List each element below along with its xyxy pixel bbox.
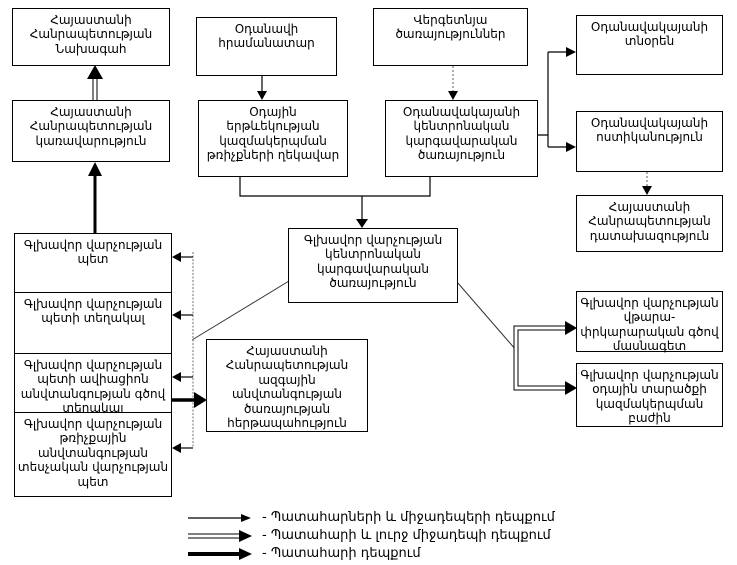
node-airspace-division-label: Գլխավոր վարչության օդային տարածքի կազմակ… [580, 368, 719, 426]
legend-label-thick: - Պատահարի դեպքում [262, 546, 421, 561]
node-main-dir-head: Գլխավոր վարչության պետ [14, 233, 172, 293]
legend-label-thin: - Պատահարների և միջադեպերի դեպքում [262, 510, 555, 525]
arrow-merge-to-central [239, 177, 431, 228]
arrow-government-to-president [87, 65, 103, 101]
node-aviation-security-deputy-label: Գլխավոր վարչության պետի ավիացիոն անվտանգ… [20, 358, 166, 416]
diagonal-central-to-left [191, 280, 290, 341]
node-government-label: Հայաստանի Հանրապետության կառավարություն [29, 105, 153, 148]
node-aircraft-commander: Օդանավի հրամանատար [196, 17, 337, 76]
node-main-dir-deputy-label: Գլխավոր վարչության պետի տեղակալ [23, 297, 163, 326]
node-atm-flights-director-label: Օդային երթևեկության կազմակերպման թռիչքնե… [206, 105, 340, 163]
left-distribution-line [172, 252, 194, 453]
node-main-dir-deputy: Գլխավոր վարչության պետի տեղակալ [14, 292, 172, 354]
node-airport-director: Օդանավակայանի տնօրեն [576, 15, 723, 75]
arrow-ground-to-dispatch [448, 66, 458, 100]
node-president-label: Հայաստանի Հանրապետության Նախագահ [29, 13, 153, 56]
node-president: Հայաստանի Հանրապետության Նախագահ [12, 8, 170, 66]
legend-item-double-arrow: - Պատահարի և լուրջ միջադեպի դեպքում [186, 527, 555, 544]
node-aircraft-commander-label: Օդանավի հրամանատար [218, 22, 315, 51]
node-main-dir-head-label: Գլխավոր վարչության պետ [23, 238, 163, 267]
node-main-dir-central-dispatch-label: Գլխավոր վարչության կենտրոնական կարգավարա… [303, 233, 443, 291]
node-government: Հայաստանի Հանրապետության կառավարություն [12, 100, 170, 162]
arrow-head-to-government [88, 162, 102, 233]
node-main-dir-central-dispatch: Գլխավոր վարչության կենտրոնական կարգավարա… [288, 228, 458, 303]
arrow-dispatch-to-director-and-police [538, 47, 576, 152]
thick-arrow-icon [188, 547, 252, 560]
node-ground-services-label: Վերգետնյա ծառայություններ [395, 13, 506, 42]
arrow-commander-to-atm [257, 76, 267, 100]
double-arrow-icon [188, 529, 252, 542]
node-atm-flights-director: Օդային երթևեկության կազմակերպման թռիչքնե… [198, 100, 348, 177]
node-airport-director-label: Օդանավակայանի տնօրեն [590, 20, 709, 49]
legend-item-thin-arrow: - Պատահարների և միջադեպերի դեպքում [186, 509, 555, 526]
thin-arrow-icon [188, 513, 251, 522]
legend: - Պատահարների և միջադեպերի դեպքում - Պատ… [186, 509, 555, 562]
node-airport-central-dispatch-label: Օդանավակայանի կենտրոնական կարգավարական ծ… [402, 105, 521, 163]
arrow-police-to-prosecutor [642, 172, 652, 195]
node-airport-police-label: Օդանավակայանի ոստիկանություն [590, 116, 709, 145]
arrow-central-to-rescue-and-airspace [513, 321, 577, 395]
arrow-deputy-to-nss [172, 392, 207, 408]
node-airport-central-dispatch: Օդանավակայանի կենտրոնական կարգավարական ծ… [385, 100, 538, 177]
node-ground-services: Վերգետնյա ծառայություններ [373, 8, 528, 66]
node-flight-safety-inspection-head: Գլխավոր վարչության թռիչքային անվտանգությ… [14, 412, 172, 497]
node-flight-safety-inspection-head-label: Գլխավոր վարչության թռիչքային անվտանգությ… [17, 417, 169, 489]
node-nss-duty: Հայաստանի Հանրապետության ազգային անվտանգ… [206, 339, 368, 432]
node-prosecutor: Հայաստանի Հանրապետության դատախազություն [576, 195, 723, 252]
node-aviation-security-deputy: Գլխավոր վարչության պետի ավիացիոն անվտանգ… [14, 353, 172, 416]
node-rescue-specialist-label: Գլխավոր վարչության վթարա-փրկարարական գծո… [580, 296, 719, 354]
node-prosecutor-label: Հայաստանի Հանրապետության դատախազություն [588, 200, 711, 243]
diagonal-central-to-right [456, 281, 517, 351]
node-rescue-specialist: Գլխավոր վարչության վթարա-փրկարարական գծո… [576, 291, 723, 354]
legend-item-thick-arrow: - Պատահարի դեպքում [186, 545, 555, 562]
node-airport-police: Օդանավակայանի ոստիկանություն [576, 111, 723, 172]
node-airspace-division: Գլխավոր վարչության օդային տարածքի կազմակ… [576, 363, 723, 427]
node-nss-duty-label: Հայաստանի Հանրապետության ազգային անվտանգ… [225, 344, 349, 430]
legend-label-double: - Պատահարի և լուրջ միջադեպի դեպքում [262, 528, 551, 543]
